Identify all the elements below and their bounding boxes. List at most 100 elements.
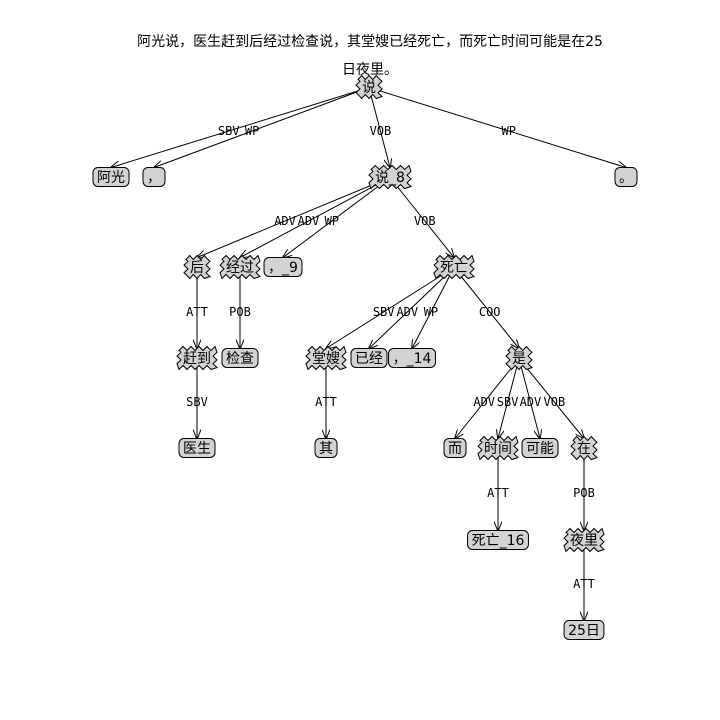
tree-edge: WP <box>368 87 626 168</box>
node-box-rounded <box>263 257 303 277</box>
tree-node: 检查 <box>221 348 259 368</box>
edge-arrow <box>498 358 520 439</box>
node-box-rounded <box>92 167 130 187</box>
tree-node: 时间 <box>477 435 519 461</box>
tree-edge: ATT <box>487 448 509 531</box>
node-box-zigzag <box>305 345 347 371</box>
tree-node: 。 <box>614 167 638 187</box>
node-box-zigzag <box>505 345 533 371</box>
sentence-title-line-1: 阿光说，医生赶到后经过检查说，其堂嫂已经死亡，而死亡时间可能是在25 <box>137 34 603 50</box>
edge-label: ADV <box>396 305 418 319</box>
node-label: 是 <box>512 351 526 367</box>
edge-label: ATT <box>487 486 509 500</box>
tree-node: 死亡_16 <box>467 530 529 550</box>
node-label: 赶到 <box>183 351 211 367</box>
node-box-rounded <box>388 348 436 368</box>
edge-label: WP <box>424 305 438 319</box>
tree-node: 死亡 <box>433 254 475 280</box>
node-box-zigzag <box>183 254 211 280</box>
edge-label: SBV <box>218 124 240 138</box>
node-label: 堂嫂 <box>312 351 340 367</box>
edge-arrow <box>412 267 455 349</box>
tree-node: 说_8 <box>368 164 412 190</box>
edge-arrow <box>369 267 455 349</box>
node-box-rounded <box>314 438 338 458</box>
node-box-zigzag <box>355 74 383 100</box>
node-label: 已经 <box>355 351 383 367</box>
node-label: 而 <box>448 441 462 457</box>
node-box-rounded <box>563 620 605 640</box>
tree-node: ， <box>142 167 166 187</box>
edge-arrow <box>455 358 520 439</box>
node-box-rounded <box>142 167 166 187</box>
edge-label: ADV <box>274 214 296 228</box>
edge-label: COO <box>479 305 501 319</box>
node-label: ，_14 <box>393 351 432 367</box>
tree-edge: ADV <box>240 177 391 258</box>
tree-edge: WP <box>412 267 455 349</box>
tree-node: ，_9 <box>263 257 303 277</box>
node-box-rounded <box>443 438 467 458</box>
tree-node: 后 <box>183 254 211 280</box>
tree-edge: POB <box>229 267 251 349</box>
tree-edge: ATT <box>573 540 595 621</box>
tree-node: 医生 <box>178 438 216 458</box>
node-label: 阿光 <box>97 170 125 186</box>
edge-arrow <box>518 358 540 439</box>
edge-arrow <box>240 177 391 258</box>
node-box-zigzag <box>477 435 519 461</box>
node-label: 25日 <box>568 623 600 639</box>
edge-label: VOB <box>370 124 392 138</box>
tree-node: 是 <box>505 345 533 371</box>
edge-label: WP <box>502 124 516 138</box>
node-label: 后 <box>190 260 204 276</box>
edge-arrow <box>154 87 370 168</box>
node-box-rounded <box>521 438 559 458</box>
edge-label: ATT <box>573 577 595 591</box>
node-label: 死亡_16 <box>472 533 525 549</box>
node-box-zigzag <box>570 435 598 461</box>
node-box-zigzag <box>433 254 475 280</box>
edge-label: POB <box>229 305 251 319</box>
tree-edge: VOB <box>518 358 584 439</box>
edge-label: VOB <box>544 395 566 409</box>
tree-edge: ATT <box>186 267 208 349</box>
node-label: 其 <box>319 441 333 457</box>
tree-node: 25日 <box>563 620 605 640</box>
node-label: 说_8 <box>375 170 405 186</box>
tree-edge: SBV <box>326 267 455 349</box>
sentence-title: 阿光说，医生赶到后经过检查说，其堂嫂已经死亡，而死亡时间可能是在25 日夜里。 <box>0 28 720 84</box>
node-label: ，_9 <box>268 260 298 276</box>
tree-node: 说 <box>355 74 383 100</box>
tree-node: 经过 <box>219 254 261 280</box>
sentence-title-line-2: 日夜里。 <box>342 62 398 78</box>
edge-arrow <box>368 87 390 168</box>
node-label: 死亡 <box>440 260 468 276</box>
node-label: 时间 <box>484 441 512 457</box>
tree-node: ，_14 <box>388 348 436 368</box>
tree-node: 夜里 <box>563 527 605 553</box>
tree-edge: ADV <box>518 358 541 439</box>
node-box-zigzag <box>368 164 412 190</box>
node-box-zigzag <box>176 345 218 371</box>
edge-label: POB <box>573 486 595 500</box>
tree-edge: ADV <box>197 177 391 258</box>
edge-label: WP <box>325 214 339 228</box>
edge-label: ADV <box>473 395 495 409</box>
tree-node: 阿光 <box>92 167 130 187</box>
tree-node: 堂嫂 <box>305 345 347 371</box>
tree-node: 而 <box>443 438 467 458</box>
tree-node: 赶到 <box>176 345 218 371</box>
edge-arrow <box>368 87 626 168</box>
node-box-rounded <box>221 348 259 368</box>
node-box-rounded <box>178 438 216 458</box>
tree-edge: SBV <box>497 358 520 439</box>
tree-edge: SBV <box>111 87 370 168</box>
edge-arrow <box>197 177 391 258</box>
edge-label: SBV <box>186 395 208 409</box>
edge-label: WP <box>245 124 259 138</box>
tree-edge: ADV <box>455 358 520 439</box>
tree-node: 其 <box>314 438 338 458</box>
node-box-zigzag <box>219 254 261 280</box>
